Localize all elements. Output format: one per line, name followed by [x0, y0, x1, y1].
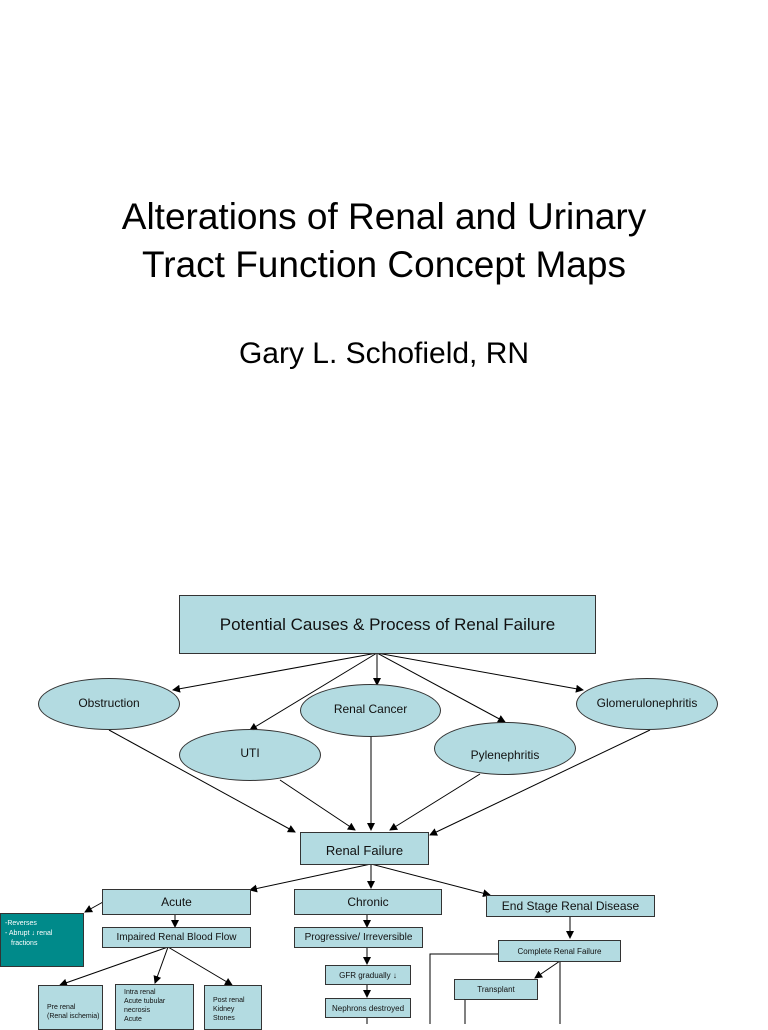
slide-title: Alterations of Renal and Urinary Tract F… — [0, 193, 768, 289]
gfr-label: GFR gradually ↓ — [339, 970, 397, 980]
postrenal-line-2: Kidney — [213, 1006, 235, 1013]
cause-renal-cancer-node: Renal Cancer — [300, 684, 441, 737]
nephrons-label: Nephrons destroyed — [331, 1003, 405, 1013]
author-name: Gary L. Schofield, RN — [238, 337, 530, 370]
cause-uti-label: UTI — [240, 746, 260, 760]
transplant-node: Transplant — [454, 979, 538, 1000]
cause-renal-cancer-label: Renal Cancer — [333, 701, 408, 716]
acute-note-line-3: fractions — [11, 940, 38, 947]
prerenal-line-1: Pre renal — [47, 1004, 76, 1011]
intrarenal-line-2: Acute tubular — [124, 998, 166, 1005]
acute-node: Acute — [102, 889, 251, 915]
nephrons-node: Nephrons destroyed — [325, 998, 411, 1018]
intrarenal-line-4: Acute — [124, 1016, 142, 1023]
acute-note-line-2: - Abrupt ↓ renal — [5, 930, 53, 937]
prerenal-node: Pre renal (Renal ischemia) — [38, 985, 103, 1030]
impaired-blood-flow-label: Impaired Renal Blood Flow — [116, 932, 237, 943]
progressive-node: Progressive/ Irreversible — [294, 927, 423, 948]
intrarenal-line-3: necrosis — [124, 1007, 151, 1014]
gfr-node: GFR gradually ↓ — [325, 965, 411, 985]
postrenal-line-1: Post renal — [213, 997, 245, 1004]
impaired-blood-flow-node: Impaired Renal Blood Flow — [102, 927, 251, 948]
cause-obstruction-node: Obstruction — [38, 678, 180, 730]
chronic-label: Chronic — [347, 895, 389, 909]
chronic-node: Chronic — [294, 889, 442, 915]
complete-renal-failure-node: Complete Renal Failure — [498, 940, 621, 962]
cause-glomerulonephritis-node: Glomerulonephritis — [576, 678, 718, 730]
esrd-label: End Stage Renal Disease — [501, 899, 640, 913]
concept-map-heading: Potential Causes & Process of Renal Fail… — [179, 595, 596, 654]
progressive-label: Progressive/ Irreversible — [304, 932, 413, 943]
slide-title-line-2: Tract Function Concept Maps — [142, 244, 626, 285]
prerenal-line-2: (Renal ischemia) — [47, 1013, 100, 1020]
cause-obstruction-label: Obstruction — [78, 696, 140, 710]
cause-pylenephritis-node: Pylenephritis — [434, 722, 576, 775]
intrarenal-node: Intra renal Acute tubular necrosis Acute — [115, 984, 194, 1030]
postrenal-node: Post renal Kidney Stones — [204, 985, 262, 1030]
cause-glomerulonephritis-label: Glomerulonephritis — [596, 696, 698, 710]
acute-notes-box: -Reverses - Abrupt ↓ renal fractions — [0, 913, 84, 967]
concept-map-heading-text: Potential Causes & Process of Renal Fail… — [219, 614, 556, 634]
slide-title-line-1: Alterations of Renal and Urinary — [121, 196, 647, 237]
acute-label: Acute — [161, 895, 192, 909]
postrenal-line-3: Stones — [213, 1015, 235, 1022]
transplant-label: Transplant — [477, 985, 515, 994]
esrd-node: End Stage Renal Disease — [486, 895, 655, 917]
cause-pylenephritis-label: Pylenephritis — [470, 747, 540, 762]
acute-note-line-1: -Reverses — [5, 920, 37, 927]
cause-uti-node: UTI — [179, 729, 321, 781]
complete-renal-failure-label: Complete Renal Failure — [517, 946, 602, 956]
renal-failure-label: Renal Failure — [325, 843, 404, 858]
renal-failure-node: Renal Failure — [300, 832, 429, 865]
intrarenal-line-1: Intra renal — [124, 989, 156, 996]
